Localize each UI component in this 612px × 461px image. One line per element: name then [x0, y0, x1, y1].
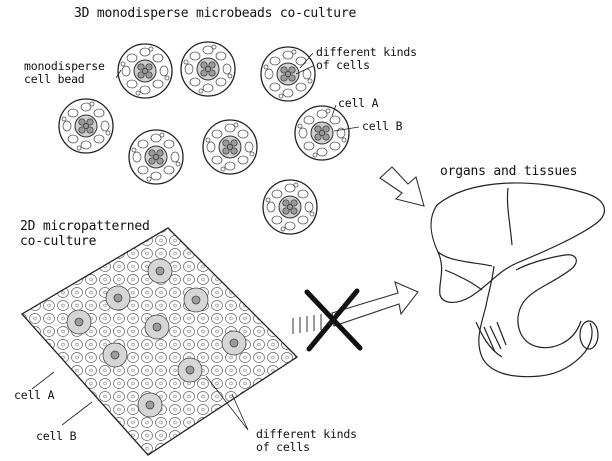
cell-bead — [203, 120, 257, 174]
label-different-kinds-bottom: different kinds of cells — [256, 428, 357, 454]
cell-bead — [129, 130, 183, 184]
label-cell-a-top: cell A — [338, 97, 378, 110]
arrow-3d-to-organs — [380, 167, 424, 206]
label-cell-a-bottom: cell A — [14, 389, 54, 402]
label-cell-b-bottom: cell B — [36, 430, 76, 443]
label-different-kinds-top: different kinds of cells — [316, 46, 417, 72]
micropatterned-sheet — [22, 228, 297, 455]
title-2d-coculture: 2D micropatterned co-culture — [20, 219, 150, 249]
cell-bead — [263, 180, 317, 234]
label-cell-b-top: cell B — [362, 120, 402, 133]
cell-bead — [59, 99, 113, 153]
label-monodisperse-cell-bead: monodisperse cell bead — [24, 60, 105, 86]
cell-bead — [181, 42, 235, 96]
cell-bead — [295, 106, 349, 160]
organs-illustration — [431, 183, 604, 377]
title-3d-coculture: 3D monodisperse microbeads co-culture — [74, 6, 356, 21]
title-organs-and-tissues: organs and tissues — [440, 164, 577, 179]
cell-bead — [261, 47, 315, 101]
cell-bead — [118, 44, 172, 98]
